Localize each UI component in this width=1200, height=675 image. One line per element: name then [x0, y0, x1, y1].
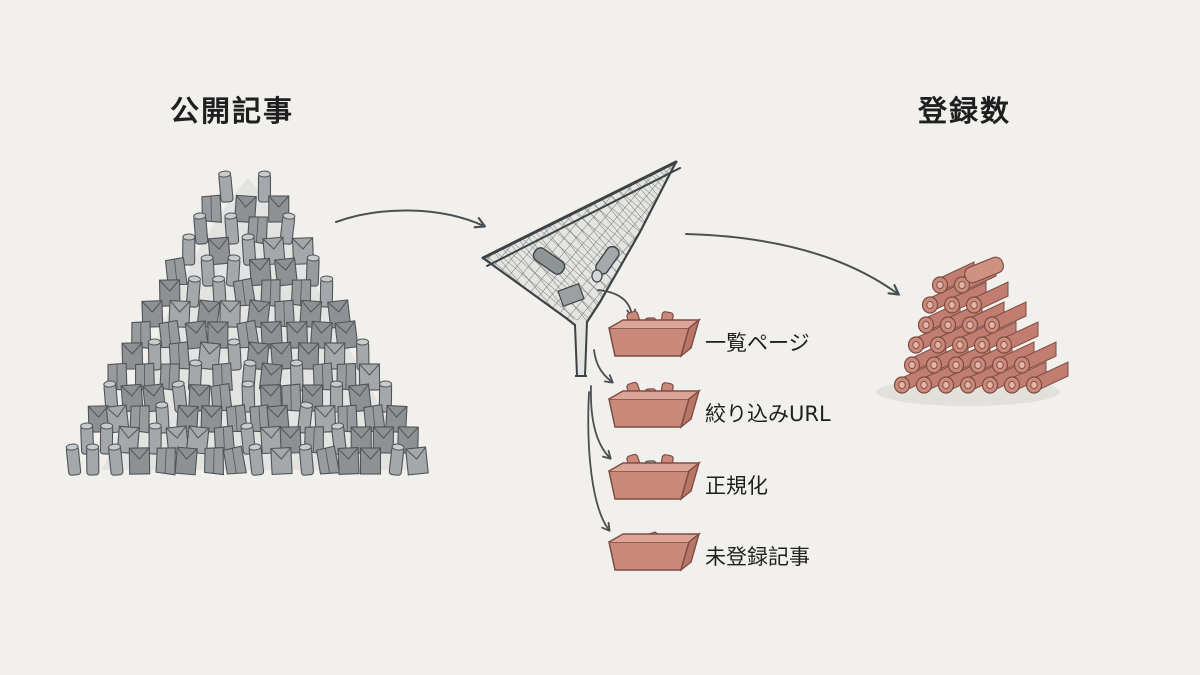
gray-document-icon	[270, 341, 294, 371]
gray-document-pile-icon	[65, 170, 429, 476]
filter-bins	[608, 310, 701, 572]
gray-document-icon	[182, 233, 196, 266]
gray-document-icon	[388, 443, 405, 476]
gray-document-icon	[86, 443, 100, 476]
gray-document-icon	[185, 425, 210, 455]
bin-label-list-page: 一覧ページ	[705, 331, 810, 355]
gray-document-icon	[323, 342, 346, 370]
gray-document-icon	[187, 359, 203, 392]
gray-document-icon	[204, 446, 225, 476]
gray-document-icon	[334, 320, 359, 350]
open-box-icon	[608, 310, 701, 358]
scroll-roll-icon	[965, 281, 1009, 314]
gray-document-icon	[248, 257, 272, 287]
gray-document-icon	[385, 404, 408, 434]
scroll-roll-icon	[995, 321, 1039, 354]
gray-document-icon	[174, 446, 198, 476]
scroll-roll-icon	[991, 341, 1035, 374]
gray-document-icon	[116, 425, 140, 455]
bin-label-filter-url: 絞り込みURL	[705, 402, 831, 426]
open-box-icon	[608, 453, 701, 501]
gray-document-icon	[188, 384, 211, 412]
gray-document-icon	[378, 380, 393, 413]
gray-document-icon	[279, 426, 302, 454]
gray-document-icon	[108, 443, 124, 476]
arrow-to-bin-4	[587, 391, 611, 532]
gray-document-icon	[297, 401, 314, 434]
scroll-roll-icon	[1025, 361, 1069, 394]
arrow-to-result	[685, 233, 900, 296]
gray-document-icon	[337, 447, 360, 475]
gray-document-icon	[327, 299, 352, 329]
bin-label-normalized: 正規化	[705, 474, 768, 498]
mesh-funnel-sieve-icon	[481, 160, 681, 377]
gray-document-icon	[274, 257, 298, 287]
gray-document-icon	[225, 254, 241, 287]
gray-document-icon	[148, 422, 162, 455]
gray-document-icon	[257, 170, 272, 203]
open-box-icon	[608, 531, 701, 572]
gray-document-icon	[372, 426, 394, 454]
gray-document-icon	[121, 342, 144, 370]
scroll-roll-icon	[1013, 341, 1057, 374]
gray-document-icon	[241, 233, 257, 266]
gray-document-icon	[65, 443, 82, 476]
gray-document-icon	[319, 275, 334, 308]
gray-document-icon	[176, 404, 199, 434]
gray-document-icon	[197, 341, 222, 371]
gray-document-icon	[234, 194, 257, 224]
gray-document-icon	[200, 405, 223, 433]
scroll-roll-icon	[983, 301, 1027, 334]
open-box-icon	[608, 381, 701, 429]
gray-document-icon	[120, 383, 144, 413]
gray-document-icon	[219, 300, 241, 328]
arrow-to-filter	[335, 209, 487, 229]
gray-document-icon	[329, 380, 344, 413]
arrow-to-bin-2	[593, 349, 614, 384]
result-heading: 登録数	[918, 94, 1012, 128]
gray-document-icon	[305, 254, 320, 287]
gray-document-icon	[141, 300, 164, 328]
gray-document-icon	[359, 447, 382, 475]
bin-label-unregistered: 未登録記事	[705, 545, 810, 569]
gray-document-icon	[212, 275, 227, 308]
gray-document-icon	[350, 426, 372, 454]
gray-document-icon	[164, 256, 188, 286]
gray-document-icon	[309, 320, 333, 350]
gray-document-icon	[193, 212, 209, 245]
gray-document-icon	[405, 446, 429, 476]
gray-document-icon	[128, 447, 151, 475]
gray-document-icon	[222, 445, 247, 475]
scroll-roll-icon	[943, 281, 987, 314]
source-heading: 公開記事	[170, 94, 295, 128]
gray-document-icon	[314, 405, 337, 433]
gray-document-icon	[279, 212, 296, 245]
arrow-to-bin-3	[590, 385, 612, 460]
gray-document-icon	[299, 299, 323, 329]
gray-document-icon	[207, 236, 231, 266]
gray-document-icon	[171, 380, 188, 413]
scroll-roll-icon	[963, 256, 1005, 284]
scroll-roll-icon	[973, 321, 1017, 354]
gray-document-icon	[297, 342, 320, 370]
gray-document-icon	[200, 254, 216, 287]
gray-document-icon	[248, 443, 265, 476]
gray-document-icon	[270, 446, 293, 476]
gray-document-icon	[218, 170, 234, 203]
gray-document-icon	[241, 380, 256, 413]
gray-document-icon	[298, 443, 314, 476]
gray-document-icon	[286, 321, 309, 349]
gray-document-icon	[185, 275, 201, 308]
gray-document-icon	[227, 338, 242, 371]
gray-document-icon	[155, 447, 176, 476]
rolled-scroll-stack-icon	[876, 256, 1069, 406]
